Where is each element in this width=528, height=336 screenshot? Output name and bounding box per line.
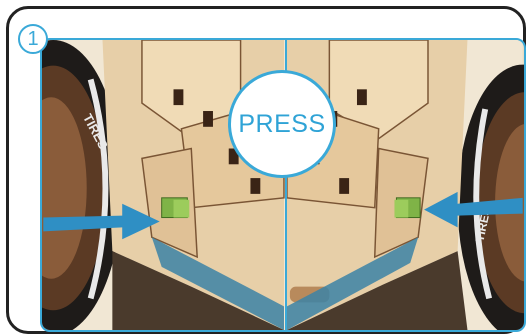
step-number: 1: [27, 28, 38, 50]
press-callout: PRESS: [228, 70, 336, 178]
step-number-badge: 1: [18, 24, 48, 54]
press-label: PRESS: [238, 110, 325, 139]
right-switch-button: [394, 198, 420, 218]
left-switch-button: [162, 198, 190, 218]
